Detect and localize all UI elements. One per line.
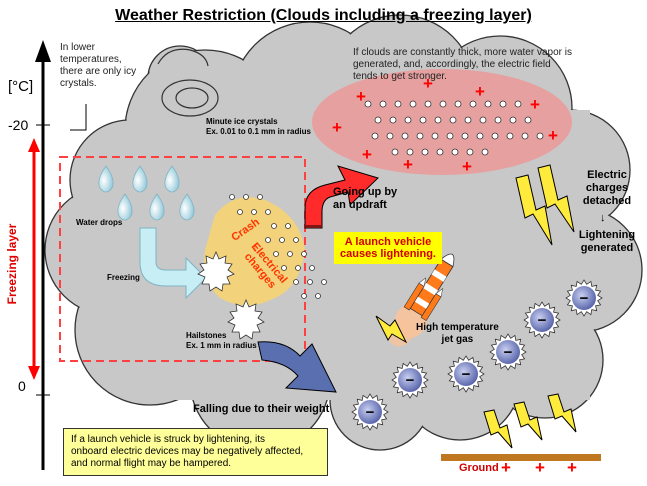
falling-label: Falling due to their weight [193, 403, 330, 415]
plus-sign: + [535, 458, 545, 477]
axis-tick-minus-20: -20 [8, 117, 29, 133]
falling-arrow [257, 341, 337, 393]
charges-detached-label: Electric charges detached [582, 169, 632, 207]
ice-crystals-label: Minute ice crystals Ex. 0.01 to 0.1 mm i… [206, 117, 311, 136]
note-pointer [70, 104, 87, 131]
going-up-label: Going up by an updraft [333, 186, 398, 211]
plus-sign: + [501, 458, 511, 477]
hailstones-label: Hailstones Ex. 1 mm in radius [186, 331, 257, 350]
freezing-label: Freezing [107, 273, 140, 282]
plus-sign: + [356, 87, 366, 106]
plus-sign: + [475, 82, 485, 101]
freezing-layer-label: Freezing layer [5, 223, 19, 305]
lightning-bolts-ground [483, 393, 577, 449]
axis-unit: [°C] [8, 78, 34, 95]
axis-tick-zero: 0 [18, 378, 26, 394]
detached-arrow: ↓ [600, 212, 606, 224]
plus-sign: + [332, 118, 342, 137]
plus-sign: + [362, 145, 372, 164]
plus-sign: + [423, 74, 433, 93]
cloud-swirl [157, 48, 219, 117]
lightning-bolts-cloud [375, 164, 575, 344]
charge-zone-blob [204, 197, 305, 306]
jet-gas-label: High temperature jet gas [416, 322, 499, 345]
water-drops-label: Water drops [76, 218, 123, 227]
freezing-arrow [139, 227, 207, 300]
ground-bar [441, 454, 601, 461]
ground-label: Ground [459, 462, 499, 474]
axis-arrowhead [35, 40, 51, 62]
page-title: Weather Restriction (Clouds including a … [115, 7, 532, 24]
plus-sign: + [548, 126, 558, 145]
hailstone-lower [227, 298, 265, 340]
lightening-generated-label: Lightening generated [578, 229, 636, 254]
rising-crystal-dots [229, 194, 327, 299]
plus-sign: + [462, 157, 472, 176]
plus-sign: + [567, 458, 577, 477]
plus-sign: + [530, 95, 540, 114]
crash-arrow: ↓ [252, 240, 258, 254]
freezing-range-arrow [28, 138, 40, 380]
struck-note: If a launch vehicle is struck by lighten… [63, 428, 328, 476]
note-lower-temperatures: In lower temperatures, there are only ic… [60, 42, 137, 89]
plus-sign: + [403, 155, 413, 174]
positive-charge-zone [312, 69, 572, 175]
hailstone-upper [197, 250, 235, 292]
launch-vehicle-note: A launch vehicle causes lightening. [334, 232, 442, 264]
water-drops [98, 165, 195, 221]
ice-crystal-dots [364, 100, 544, 156]
updraft-arrow [304, 165, 379, 229]
note-thick-clouds: If clouds are constantly thick, more wat… [353, 47, 572, 82]
freezing-layer-box [59, 156, 306, 362]
